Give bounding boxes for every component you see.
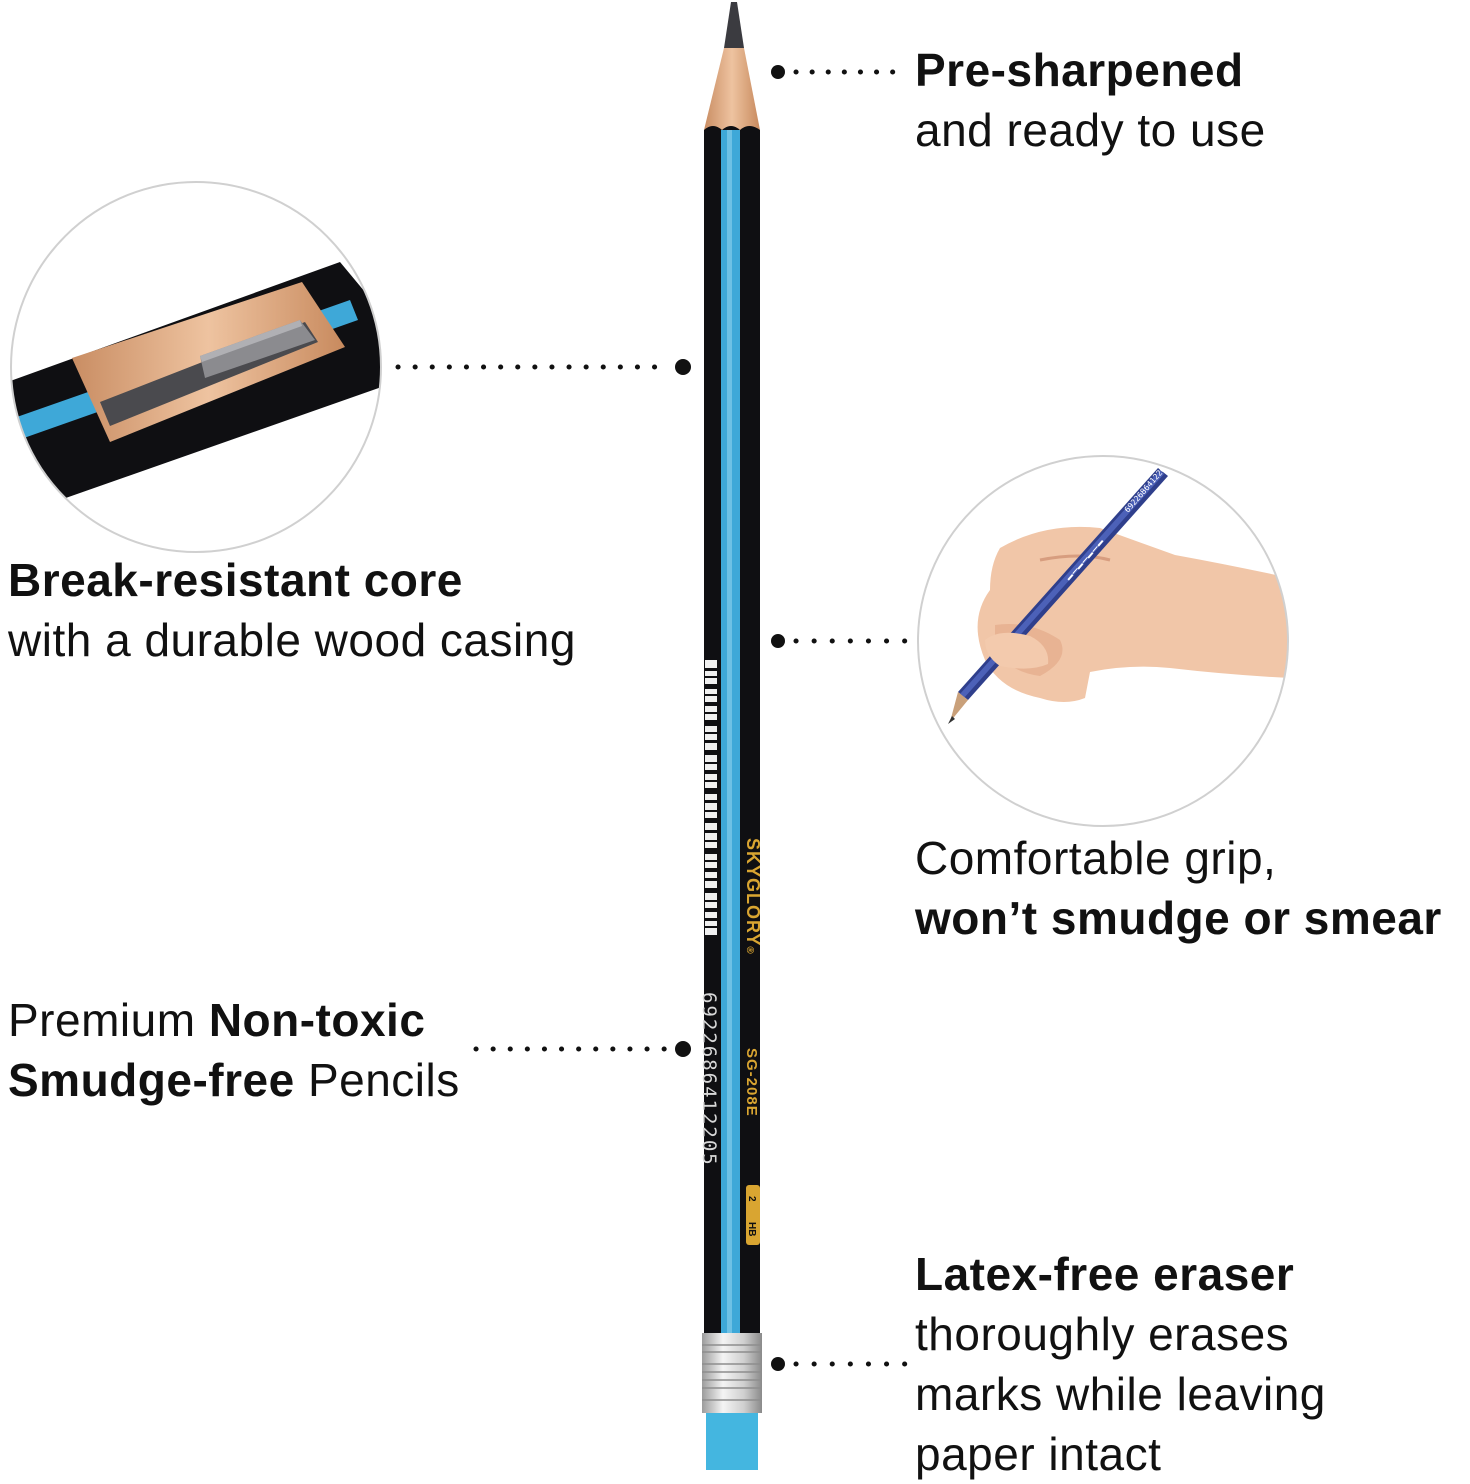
pencil-brand-text: SKYGLORY® [743, 838, 763, 955]
callout-pre-sharpened: Pre-sharpened and ready to use [915, 40, 1266, 160]
callout-grip: Comfortable grip, won’t smudge or smear [915, 828, 1442, 948]
callout-premium-word2: Non-toxic [208, 994, 426, 1046]
grip-hand-inset: 6922686412205 [917, 455, 1289, 827]
callout-eraser-title: Latex-free eraser [915, 1248, 1295, 1300]
callout-premium-word1: Premium [8, 994, 209, 1046]
callout-eraser-line4: paper intact [915, 1428, 1162, 1480]
connector-grip [771, 634, 909, 648]
callout-core-subtitle: with a durable wood casing [8, 614, 576, 666]
connector-core [395, 359, 691, 375]
callout-pre-sharpened-title: Pre-sharpened [915, 44, 1244, 96]
pencil-barcode-digits: 6922686412205 [698, 992, 720, 1167]
callout-eraser-line2: thoroughly erases [915, 1308, 1290, 1360]
connector-premium [473, 1041, 691, 1057]
pencil-grade-text: HB [746, 1222, 757, 1236]
pencil-registered-mark: ® [744, 946, 755, 954]
callout-core-title: Break-resistant core [8, 554, 463, 606]
pencil-barcode [705, 660, 717, 935]
callout-premium: Premium Non-toxic Smudge-free Pencils [8, 990, 460, 1110]
pencil-grade-badge [746, 1185, 760, 1245]
pencil-graphite-tip [724, 2, 744, 48]
pencil-grade-prefix: 2 [746, 1196, 757, 1202]
callout-eraser-line3: marks while leaving [915, 1368, 1326, 1420]
callout-core: Break-resistant core with a durable wood… [8, 550, 576, 670]
callout-grip-line1: Comfortable grip, [915, 832, 1277, 884]
callout-premium-word3: Smudge-free [8, 1054, 295, 1106]
pencil-wood-cone [704, 48, 760, 130]
callout-eraser: Latex-free eraser thoroughly erases mark… [915, 1244, 1326, 1484]
callout-premium-word4: Pencils [294, 1054, 460, 1106]
main-pencil: SKYGLORY® SG-208E 2 HB 6922686412205 [698, 2, 763, 1470]
connector-pre-sharpened [771, 65, 909, 79]
core-cross-section-inset [10, 181, 382, 553]
callout-pre-sharpened-subtitle: and ready to use [915, 104, 1266, 156]
connector-eraser [771, 1357, 909, 1371]
pencil-model-text: SG-208E [743, 1048, 760, 1117]
pencil-eraser [706, 1413, 758, 1470]
callout-grip-line2: won’t smudge or smear [915, 892, 1442, 944]
